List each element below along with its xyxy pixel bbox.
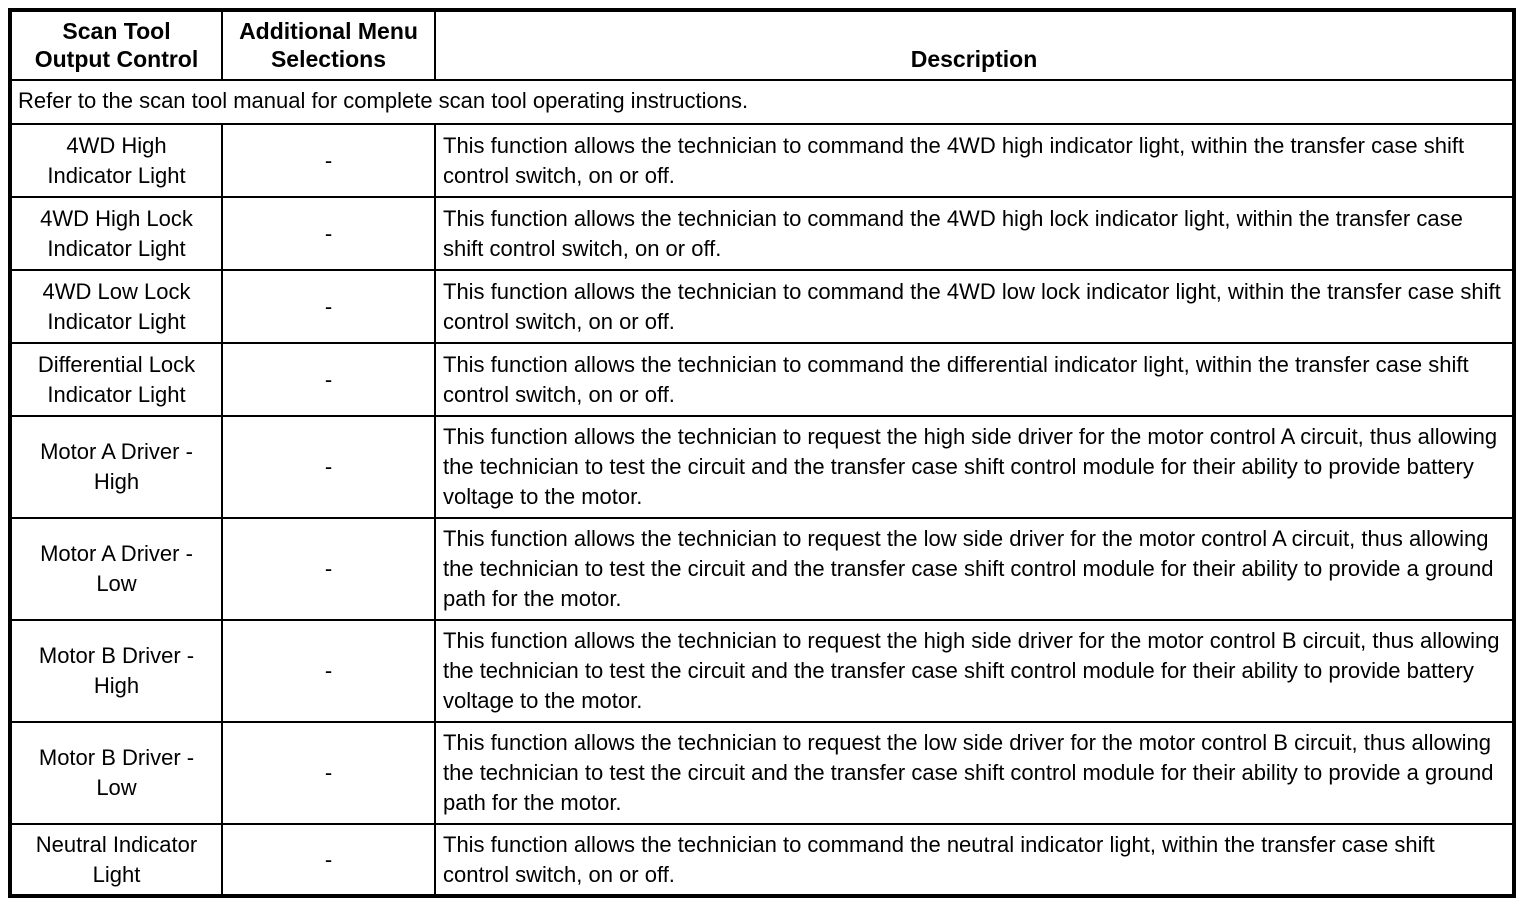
control-cell: 4WD High Lock Indicator Light xyxy=(9,196,223,271)
table-row: 4WD High Lock Indicator Light - This fun… xyxy=(9,196,1515,271)
description-cell: This function allows the technician to r… xyxy=(434,415,1515,519)
control-cell: 4WD High Indicator Light xyxy=(9,123,223,198)
table-row: 4WD Low Lock Indicator Light - This func… xyxy=(9,269,1515,344)
menu-cell: - xyxy=(221,196,436,271)
menu-cell: - xyxy=(221,269,436,344)
menu-cell: - xyxy=(221,619,436,723)
control-cell: Differential Lock Indicator Light xyxy=(9,342,223,417)
description-cell: This function allows the technician to r… xyxy=(434,619,1515,723)
control-cell: Motor B Driver - High xyxy=(9,619,223,723)
column-header-additional-menu-selections: Additional Menu Selections xyxy=(221,9,436,81)
table-row: Motor B Driver - Low - This function all… xyxy=(9,721,1515,825)
description-cell: This function allows the technician to c… xyxy=(434,342,1515,417)
menu-cell: - xyxy=(221,415,436,519)
description-cell: This function allows the technician to c… xyxy=(434,823,1515,897)
menu-cell: - xyxy=(221,517,436,621)
description-cell: This function allows the technician to c… xyxy=(434,269,1515,344)
control-cell: Motor A Driver - High xyxy=(9,415,223,519)
note-row: Refer to the scan tool manual for comple… xyxy=(9,79,1515,125)
description-cell: This function allows the technician to c… xyxy=(434,123,1515,198)
control-cell: Motor B Driver - Low xyxy=(9,721,223,825)
scan-tool-output-controls-table: Scan Tool Output Control Additional Menu… xyxy=(8,8,1516,898)
column-header-scan-tool-output-control: Scan Tool Output Control xyxy=(9,9,223,81)
control-cell: Motor A Driver - Low xyxy=(9,517,223,621)
note-text: Refer to the scan tool manual for comple… xyxy=(9,79,1515,125)
menu-cell: - xyxy=(221,123,436,198)
table-row: Motor A Driver - Low - This function all… xyxy=(9,517,1515,621)
menu-cell: - xyxy=(221,342,436,417)
table-row: Motor B Driver - High - This function al… xyxy=(9,619,1515,723)
column-header-description: Description xyxy=(434,9,1515,81)
table-row: 4WD High Indicator Light - This function… xyxy=(9,123,1515,198)
menu-cell: - xyxy=(221,721,436,825)
table-row: Neutral Indicator Light - This function … xyxy=(9,823,1515,897)
menu-cell: - xyxy=(221,823,436,897)
table-row: Motor A Driver - High - This function al… xyxy=(9,415,1515,519)
description-cell: This function allows the technician to r… xyxy=(434,517,1515,621)
control-cell: 4WD Low Lock Indicator Light xyxy=(9,269,223,344)
table-row: Differential Lock Indicator Light - This… xyxy=(9,342,1515,417)
description-cell: This function allows the technician to r… xyxy=(434,721,1515,825)
table-header-row: Scan Tool Output Control Additional Menu… xyxy=(9,9,1515,81)
description-cell: This function allows the technician to c… xyxy=(434,196,1515,271)
control-cell: Neutral Indicator Light xyxy=(9,823,223,897)
